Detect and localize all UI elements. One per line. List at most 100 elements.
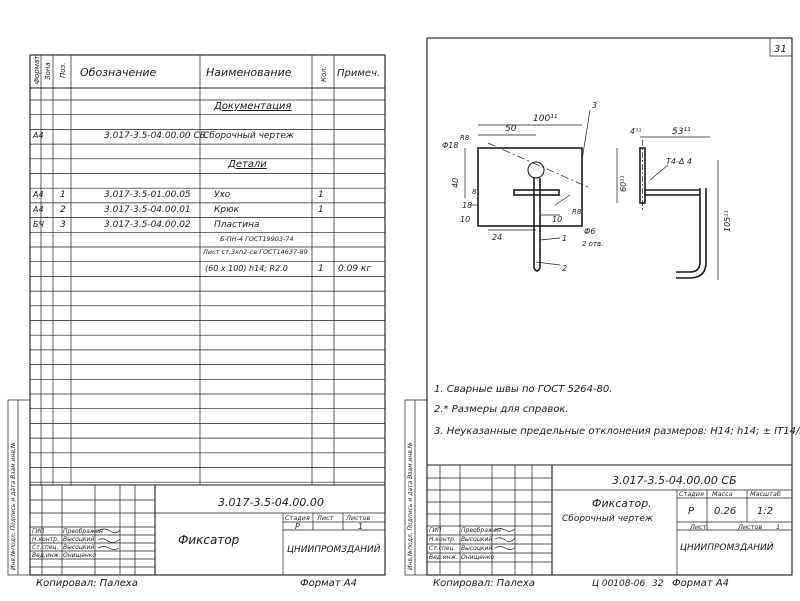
- assembly-stage-head: Стадия: [679, 490, 704, 498]
- dim-24: 24: [492, 233, 502, 242]
- dim-r8-mid: R8: [572, 208, 582, 216]
- dim-18: 18: [462, 201, 472, 210]
- spec-head-note: Примеч.: [337, 68, 380, 79]
- eye-hole: [527, 161, 545, 179]
- dim-d6: Φ6: [584, 227, 595, 236]
- dim-50: 50: [505, 124, 517, 134]
- assembly-person: Онищенко: [461, 554, 494, 561]
- spec-section-details: Детали: [227, 159, 267, 170]
- hook-side: [676, 188, 701, 273]
- spec-copied: Копировал: Палеха: [36, 578, 138, 589]
- spec-person: Преображен: [63, 528, 103, 535]
- spec-frame: [29, 54, 386, 576]
- leader-1: 1: [562, 234, 567, 243]
- spec-row-designation: 3.017-3.5-01.00.05: [104, 190, 191, 200]
- spec-plate-mass: 0.09 кг: [338, 264, 371, 274]
- spec-row-name: Крюк: [214, 205, 240, 215]
- assembly-title-code: 3.017-3.5-04.00.00 СБ: [612, 474, 737, 487]
- spec-row-qty: 1: [318, 190, 324, 200]
- assembly-person: Высоцкий: [461, 545, 492, 552]
- dim-10-right: 10: [552, 215, 562, 224]
- weld-symbol: Т4-Δ 4: [666, 157, 692, 166]
- spec-row-designation: 3.017-3.5-04.00.02: [104, 220, 191, 230]
- spec-head-zone: Зона: [44, 62, 52, 80]
- dim-100: 100¹¹: [533, 114, 558, 124]
- dim-10-left: 10: [460, 215, 470, 224]
- dim-53: 53¹¹: [672, 127, 691, 137]
- leader-3: 3: [592, 101, 597, 110]
- dim-105: 105¹¹: [723, 210, 732, 232]
- spec-row-format: А4: [32, 190, 44, 199]
- spec-row-format: А4: [32, 205, 44, 214]
- side-view: 4¹¹ 53¹¹ Т4-Δ 4 60¹¹ 105¹¹: [616, 127, 732, 280]
- signature-marks: [494, 528, 516, 550]
- spec-row-pos: 2: [60, 205, 66, 215]
- assembly-title-block: 3.017-3.5-04.00.00 СБ Фиксатор. Сборочны…: [427, 464, 792, 575]
- note-3: 3. Неуказанные предельные отклонения раз…: [434, 426, 800, 437]
- spec-role: Ст.спец.: [32, 544, 59, 551]
- note-2: 2.* Размеры для справок.: [434, 404, 569, 415]
- assembly-bottom-page: 32: [652, 579, 664, 589]
- spec-plate-material: Лист ст.3кп2-св ГОСТ14637-89: [202, 248, 308, 256]
- sheet-number: 31: [774, 44, 787, 55]
- plate-outline: [477, 147, 583, 227]
- spec-role: Н.контр.: [32, 536, 59, 543]
- sheet-number-box: [769, 37, 793, 57]
- spec-sheet-head: Лист: [316, 514, 334, 522]
- spec-head-qty: Кол.: [320, 66, 328, 82]
- spec-side-stamp-text: Инв.№подл. Подпись и дата Взам.инв.№: [10, 442, 17, 570]
- assembly-org: ЦНИИПРОМЗДАНИЙ: [680, 541, 774, 553]
- spec-row-format: БЧ: [33, 220, 44, 229]
- hook-rod: [513, 189, 560, 196]
- spec-row-designation: 3.017-3.5-04.00.01: [104, 205, 191, 215]
- note-1: 1. Сварные швы по ГОСТ 5264-80.: [434, 384, 612, 395]
- spec-format: Формат А4: [300, 578, 357, 589]
- spec-row-format: А4: [32, 131, 44, 140]
- dim-d18: Φ18: [442, 141, 458, 150]
- dim-60: 60¹¹: [619, 175, 628, 192]
- spec-plate-qty: 1: [318, 264, 324, 274]
- spec-head-designation: Обозначение: [80, 66, 157, 79]
- assembly-sheets-head: Листов: [737, 523, 762, 531]
- assembly-copied: Копировал: Палеха: [433, 578, 535, 589]
- spec-side-stamp: [7, 399, 31, 576]
- spec-row-name: Сборочный чертеж: [203, 131, 295, 141]
- assembly-title-sub: Сборочный чертеж: [562, 514, 654, 524]
- spec-row-pos: 3: [60, 220, 66, 230]
- spec-sheet: Инв.№подл. Подпись и дата Взам.инв.№ Фор…: [7, 54, 386, 589]
- assembly-format: Формат А4: [672, 578, 729, 589]
- spec-sheets-head: Листов: [345, 514, 370, 522]
- signature-marks: [97, 528, 121, 550]
- assembly-frame: [426, 37, 793, 576]
- dim-4: 4¹¹: [630, 127, 642, 136]
- assembly-side-stamp-text: Инв.№подл. Подпись и дата Взам.инв.№: [407, 442, 414, 570]
- dim-8: 8: [472, 188, 477, 196]
- spec-role: Вед.инж.: [32, 552, 61, 559]
- spec-org: ЦНИИПРОМЗДАНИЙ: [287, 543, 381, 555]
- dim-r8-top: R8: [460, 134, 470, 142]
- main-view: 100¹¹ 50 Φ18 R8 40 8 10 18 24 10 R8 Φ6 2…: [442, 101, 603, 273]
- assembly-mass-head: Масса: [712, 490, 733, 498]
- spec-plate-standard: Б-ПН-4 ГОСТ19903-74: [220, 235, 294, 243]
- assembly-mass: 0.26: [714, 506, 736, 517]
- assembly-stage: Р: [688, 506, 695, 517]
- spec-row-name: Ухо: [214, 190, 231, 200]
- spec-sheet: 1: [358, 522, 363, 531]
- spec-title-block: 3.017-3.5-04.00.00 Фиксатор Стадия Лист …: [30, 484, 385, 575]
- spec-stage-head: Стадия: [285, 514, 310, 522]
- leader-2: 2: [562, 264, 567, 273]
- spec-row-qty: 1: [318, 205, 324, 215]
- assembly-role: Ст.спец.: [429, 545, 456, 552]
- assembly-sheet-head: Лист: [689, 523, 707, 531]
- spec-title-name: Фиксатор: [178, 533, 240, 547]
- spec-person: Высоцкий: [63, 544, 94, 551]
- assembly-person: Высоцкий: [461, 536, 492, 543]
- spec-row-pos: 1: [60, 190, 66, 200]
- assembly-sheets: 1: [776, 523, 780, 531]
- spec-person: Онищенко: [63, 552, 96, 559]
- spec-stage: Р: [295, 522, 300, 531]
- assembly-bottom-code: Ц 00108-06: [592, 579, 645, 589]
- spec-role: ГИП: [32, 528, 45, 535]
- assembly-role: Н.контр.: [429, 536, 456, 543]
